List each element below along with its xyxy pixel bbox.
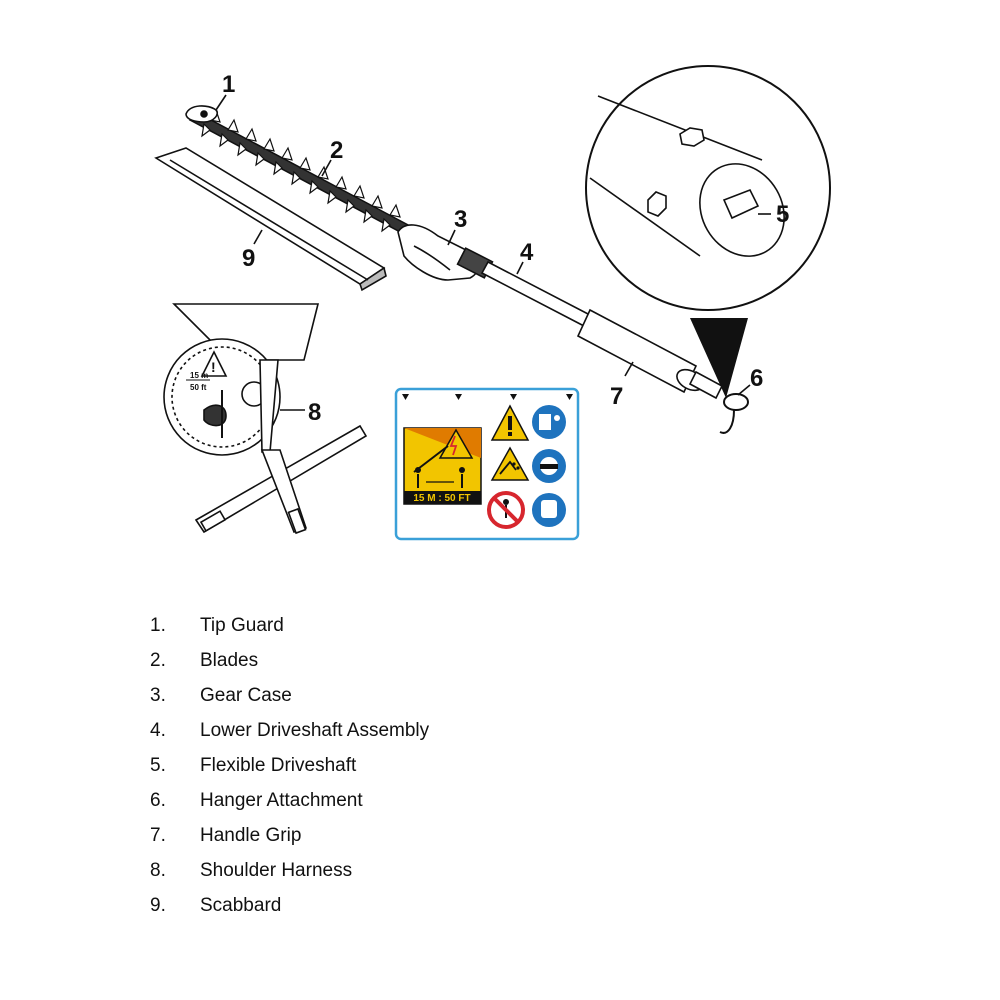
general-warning-icon xyxy=(490,404,530,441)
wear-gloves-icon xyxy=(532,493,566,527)
safety-decal: 15 M : 50 FT xyxy=(394,387,580,541)
hanger-attachment xyxy=(719,393,749,434)
parts-illustration: ! 15 m 50 ft 15 M : 50 xyxy=(154,65,831,541)
callout-2: 2 xyxy=(330,137,343,164)
legend-label: Gear Case xyxy=(200,684,292,706)
gear-case xyxy=(397,224,494,281)
legend-number: 1. xyxy=(150,614,166,636)
callout-9: 9 xyxy=(242,245,255,272)
legend-item: 2. Blades xyxy=(150,643,429,678)
driveshaft-assembly xyxy=(480,260,724,400)
read-manual-icon xyxy=(532,405,566,439)
callout-3: 3 xyxy=(454,206,467,233)
eye-ear-protection-icon xyxy=(532,449,566,483)
thrown-objects-warning-icon xyxy=(490,446,530,481)
legend-label: Scabbard xyxy=(200,894,282,916)
scabbard xyxy=(154,147,387,292)
legend-number: 3. xyxy=(150,684,166,706)
legend-number: 5. xyxy=(150,754,166,776)
distance-banner: 15 M : 50 FT xyxy=(413,493,470,504)
callout-8: 8 xyxy=(308,399,321,426)
leader-lines xyxy=(215,94,771,411)
shoulder-harness: ! 15 m 50 ft xyxy=(163,303,368,535)
tip-guard xyxy=(185,105,219,123)
legend-number: 4. xyxy=(150,719,166,741)
harness-sign-50ft: 50 ft xyxy=(190,383,207,392)
callout-5: 5 xyxy=(776,201,789,228)
legend-number: 8. xyxy=(150,859,166,881)
legend-label: Tip Guard xyxy=(200,614,284,636)
legend-item: 6. Hanger Attachment xyxy=(150,783,429,818)
callout-1: 1 xyxy=(222,71,235,98)
legend-number: 7. xyxy=(150,824,166,846)
driveshaft-detail xyxy=(585,65,831,398)
harness-sign-15m: 15 m xyxy=(190,371,208,380)
callout-4: 4 xyxy=(520,239,534,266)
no-bystanders-icon xyxy=(487,491,525,529)
legend-label: Handle Grip xyxy=(200,824,302,846)
legend-number: 9. xyxy=(150,894,166,916)
legend-label: Hanger Attachment xyxy=(200,789,363,811)
electrocution-warning-icon: 15 M : 50 FT xyxy=(403,427,482,505)
legend-number: 6. xyxy=(150,789,166,811)
svg-text:!: ! xyxy=(211,359,216,375)
legend-label: Blades xyxy=(200,649,259,671)
callout-6: 6 xyxy=(750,365,763,392)
legend-label: Lower Driveshaft Assembly xyxy=(200,719,430,741)
legend-label: Shoulder Harness xyxy=(200,859,353,881)
callout-7: 7 xyxy=(610,383,623,410)
legend-item: 7. Handle Grip xyxy=(150,818,429,853)
legend-item: 8. Shoulder Harness xyxy=(150,853,429,888)
legend-number: 2. xyxy=(150,649,166,671)
legend-label: Flexible Driveshaft xyxy=(200,754,357,776)
legend-item: 3. Gear Case xyxy=(150,678,429,713)
legend-item: 5. Flexible Driveshaft xyxy=(150,748,429,783)
legend-item: 1. Tip Guard xyxy=(150,608,429,643)
legend-item: 9. Scabbard xyxy=(150,888,429,923)
parts-legend: 1. Tip Guard 2. Blades 3. Gear Case 4. Lower… xyxy=(150,608,429,923)
legend-item: 4. Lower Driveshaft Assembly xyxy=(150,713,429,748)
